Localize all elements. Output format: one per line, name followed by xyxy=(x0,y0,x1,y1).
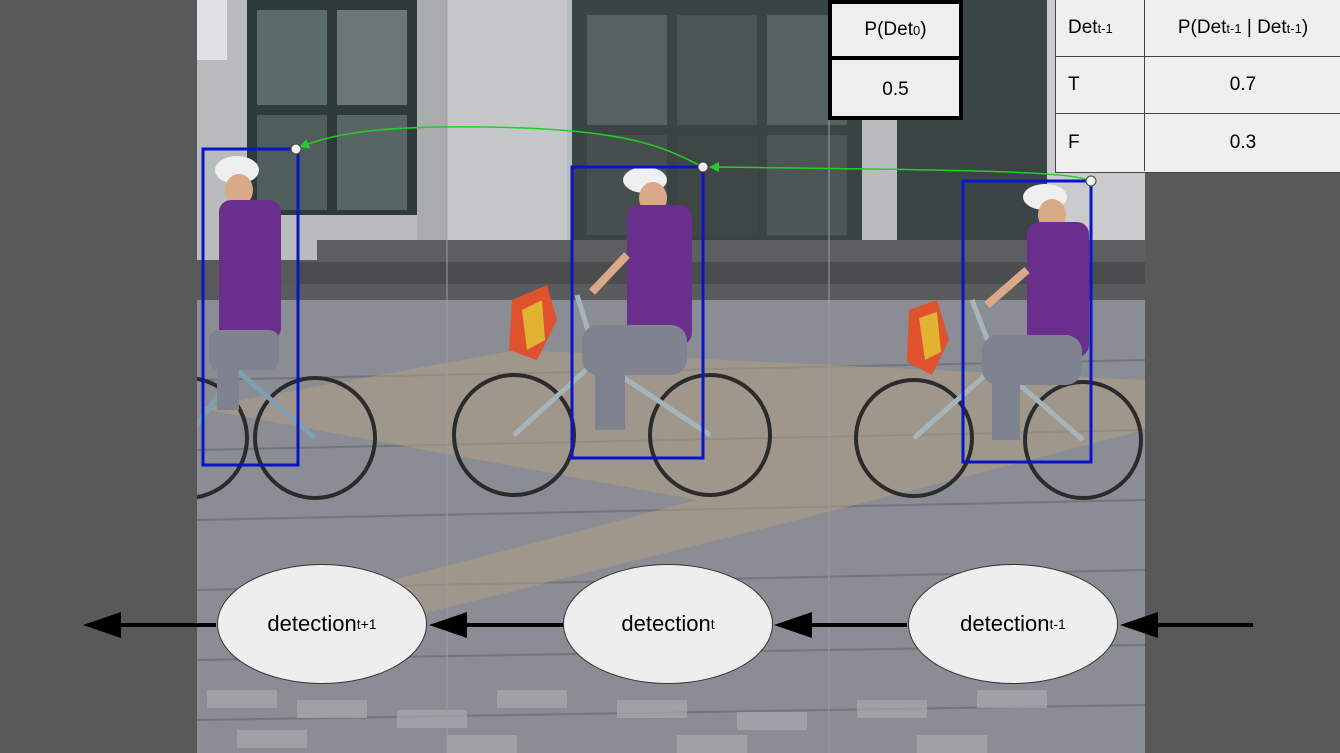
chain-arrowhead xyxy=(83,612,121,638)
chain-arrowhead xyxy=(429,612,467,638)
chain-arrowhead xyxy=(1120,612,1158,638)
anchor-point xyxy=(697,161,709,173)
anchor-point xyxy=(1085,175,1097,187)
bbox-t-minus-1 xyxy=(961,179,1093,464)
cpt-state-cell: F xyxy=(1056,114,1145,171)
bbox-t-plus-1 xyxy=(201,147,300,467)
cpt-row: F 0.3 xyxy=(1056,114,1340,171)
anchor-point xyxy=(290,143,302,155)
cpt-row: T 0.7 xyxy=(1056,57,1340,114)
cpt-state-cell: T xyxy=(1056,57,1145,113)
chain-arrowhead xyxy=(774,612,812,638)
cpt-prob-cell: 0.7 xyxy=(1229,74,1257,95)
bbox-t xyxy=(570,165,705,460)
track-link-t-to-t-plus-1 xyxy=(299,126,704,168)
cpt-prob-cell: 0.3 xyxy=(1229,131,1257,153)
track-link-t-minus-1-to-t xyxy=(709,162,1092,182)
prior-table-value: 0.5 xyxy=(882,79,909,100)
